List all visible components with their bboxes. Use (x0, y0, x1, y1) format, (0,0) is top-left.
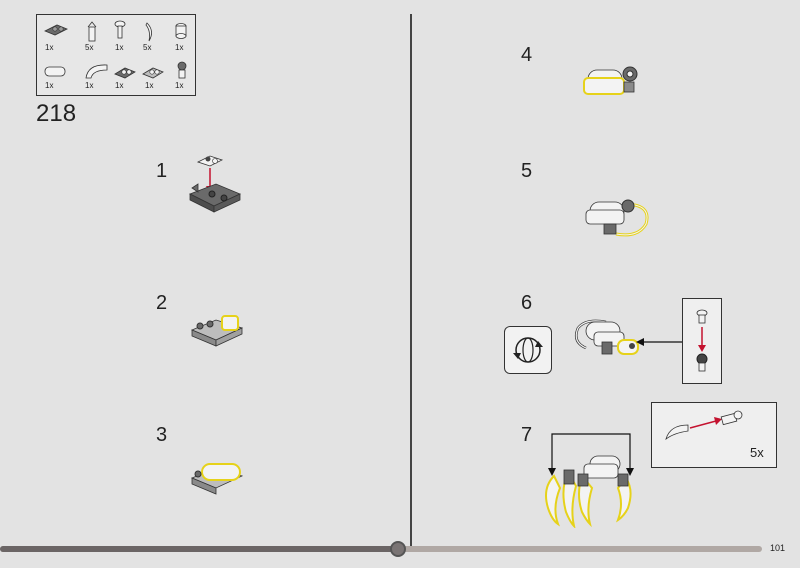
step-number: 7 (521, 424, 533, 446)
step-number: 3 (156, 424, 168, 446)
plate-part-icon (44, 24, 68, 36)
step-6-callout (682, 298, 722, 384)
step-number: 2 (156, 292, 168, 314)
step-6-illustration (575, 319, 639, 355)
clip-part-icon (87, 21, 97, 42)
part-qty: 1x (175, 81, 184, 90)
step-4-illustration (583, 66, 638, 95)
part-qty: 1x (115, 43, 124, 52)
attach-arrow-icon (636, 338, 682, 346)
bar-plate-part-icon (142, 67, 164, 79)
step-number: 6 (521, 292, 533, 314)
progress-fill (0, 546, 396, 552)
step-number: 4 (521, 44, 533, 66)
step-3-illustration (190, 463, 244, 495)
tile-part-icon (44, 66, 66, 77)
claw-assembly-illustration (665, 410, 743, 441)
step-1-illustration (189, 155, 241, 213)
step-7-callout: 5x (651, 402, 777, 468)
part-qty: 1x (115, 81, 124, 90)
clip-plate-part-icon (114, 67, 136, 79)
callout-quantity: 5x (750, 445, 764, 460)
part-qty: 1x (45, 81, 54, 90)
part-qty: 5x (85, 43, 94, 52)
page-number: 101 (770, 543, 786, 553)
pin-into-ball-illustration (696, 309, 708, 372)
step-number: 1 (156, 160, 168, 182)
part-qty: 1x (145, 81, 154, 90)
pin-part-icon (114, 20, 126, 39)
column-divider (410, 14, 412, 550)
step-2-illustration (190, 315, 244, 347)
step-5-illustration (585, 199, 649, 237)
claw-part-icon (145, 22, 152, 42)
step-number: 5 (521, 160, 533, 182)
step-7-illustration (545, 433, 634, 528)
progress-marker (390, 541, 406, 557)
part-qty: 1x (175, 43, 184, 52)
rotate-arrows-icon (513, 337, 543, 363)
parts-list: 1x 5x 1x 5x 1x 1x 1x 1x 1x (36, 14, 196, 96)
sequence-number: 218 (36, 100, 77, 127)
rotate-model-icon (504, 326, 552, 374)
curved-slope-part-icon (85, 64, 108, 79)
part-qty: 1x (85, 81, 94, 90)
part-qty: 1x (45, 43, 54, 52)
ball-joint-part-icon (177, 61, 187, 79)
round-brick-part-icon (175, 23, 187, 39)
part-qty: 5x (143, 43, 152, 52)
